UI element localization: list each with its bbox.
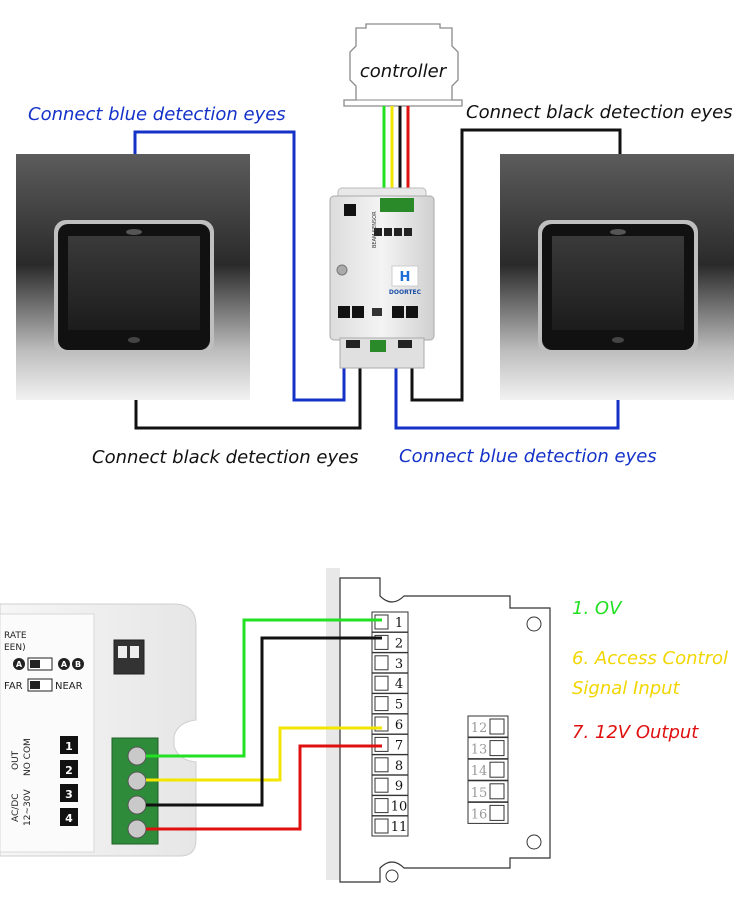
controller-box: controller	[343, 23, 463, 107]
sensor-device: RATE EEN) A A B FAR NEAR OUT NO COM AC/D…	[0, 603, 197, 857]
terminal-number-11: 11	[391, 820, 408, 835]
terminal-12: 12	[467, 715, 509, 738]
out-label: OUT	[11, 750, 21, 770]
terminal-number-6: 6	[395, 718, 403, 733]
main-terminal-strip: 1 2 3 4 5 6 7 8 9 10 11	[371, 611, 409, 837]
terminal-7: 7	[371, 733, 409, 755]
terminal-number-12: 12	[471, 721, 488, 736]
dip-a-right: A	[61, 660, 68, 669]
terminal-number-13: 13	[471, 743, 488, 758]
module-brand: DOORTEC	[389, 289, 422, 296]
svg-text:H: H	[400, 270, 411, 285]
terminal-number-15: 15	[471, 786, 488, 801]
dip-a-left: A	[16, 660, 23, 669]
controller-board	[326, 568, 551, 883]
side-terminal-strip: 12 13 14 15 16	[467, 715, 509, 824]
terminal-number-5: 5	[395, 698, 403, 713]
terminal-8: 8	[371, 754, 409, 776]
terminal-9: 9	[371, 774, 409, 796]
nocom-label: NO COM	[23, 738, 33, 776]
beam-sensor-module: H DOORTEC BEAM SENSOR	[329, 187, 435, 369]
terminal-legend: 1. OV 6. Access Control Signal Input 7. …	[572, 598, 728, 743]
terminal-11: 11	[371, 815, 409, 837]
terminal-3: 3	[371, 652, 409, 674]
terminal-number-7: 7	[395, 738, 403, 753]
terminal-16: 16	[467, 801, 509, 824]
terminal-number-10: 10	[391, 800, 408, 815]
volt-label: 12~30V	[23, 789, 33, 826]
sensor-terminal-3: 3	[65, 788, 73, 801]
legend-item-1: 1. OV	[572, 598, 623, 619]
terminal-number-8: 8	[395, 759, 403, 774]
legend-item-3: Signal Input	[572, 678, 681, 699]
terminal-number-16: 16	[471, 807, 488, 822]
sensor-terminal-4: 4	[65, 812, 73, 825]
dip-b: B	[75, 660, 81, 669]
terminal-4: 4	[371, 672, 409, 694]
acdc-label: AC/DC	[11, 793, 21, 822]
terminal-13: 13	[467, 737, 509, 760]
bottom-wiring	[146, 618, 382, 831]
terminal-6: 6	[371, 713, 409, 735]
right-detection-eye	[500, 154, 734, 400]
near-label: NEAR	[55, 681, 83, 692]
top-wiring	[133, 128, 622, 430]
terminal-number-14: 14	[471, 764, 488, 779]
terminal-10: 10	[371, 795, 409, 817]
terminal-number-9: 9	[395, 779, 403, 794]
sensor-terminal-labels: 1 2 3 4	[60, 736, 78, 826]
terminal-1: 1	[371, 611, 409, 633]
label-connect-blue-top-left: Connect blue detection eyes	[28, 104, 286, 125]
terminal-number-2: 2	[395, 636, 403, 651]
sensor-rate-text: RATE	[4, 631, 27, 641]
sensor-rate-sub: EEN)	[4, 643, 26, 653]
label-connect-black-bottom-left: Connect black detection eyes	[92, 447, 359, 468]
left-detection-eye	[16, 154, 250, 400]
label-connect-blue-bottom-right: Connect blue detection eyes	[399, 446, 657, 467]
terminal-number-4: 4	[395, 677, 403, 692]
legend-item-4: 7. 12V Output	[572, 722, 699, 743]
terminal-5: 5	[371, 693, 409, 715]
sensor-terminal-1: 1	[65, 740, 73, 753]
module-title: BEAM SENSOR	[372, 211, 378, 248]
far-label: FAR	[4, 681, 23, 692]
terminal-2: 2	[371, 631, 409, 653]
sensor-terminal-2: 2	[65, 764, 73, 777]
terminal-number-1: 1	[395, 616, 403, 631]
terminal-14: 14	[467, 758, 509, 781]
label-connect-black-top-right: Connect black detection eyes	[466, 102, 733, 123]
terminal-15: 15	[467, 780, 509, 803]
controller-label: controller	[360, 61, 448, 82]
terminal-number-3: 3	[395, 657, 403, 672]
legend-item-2: 6. Access Control	[572, 648, 728, 669]
